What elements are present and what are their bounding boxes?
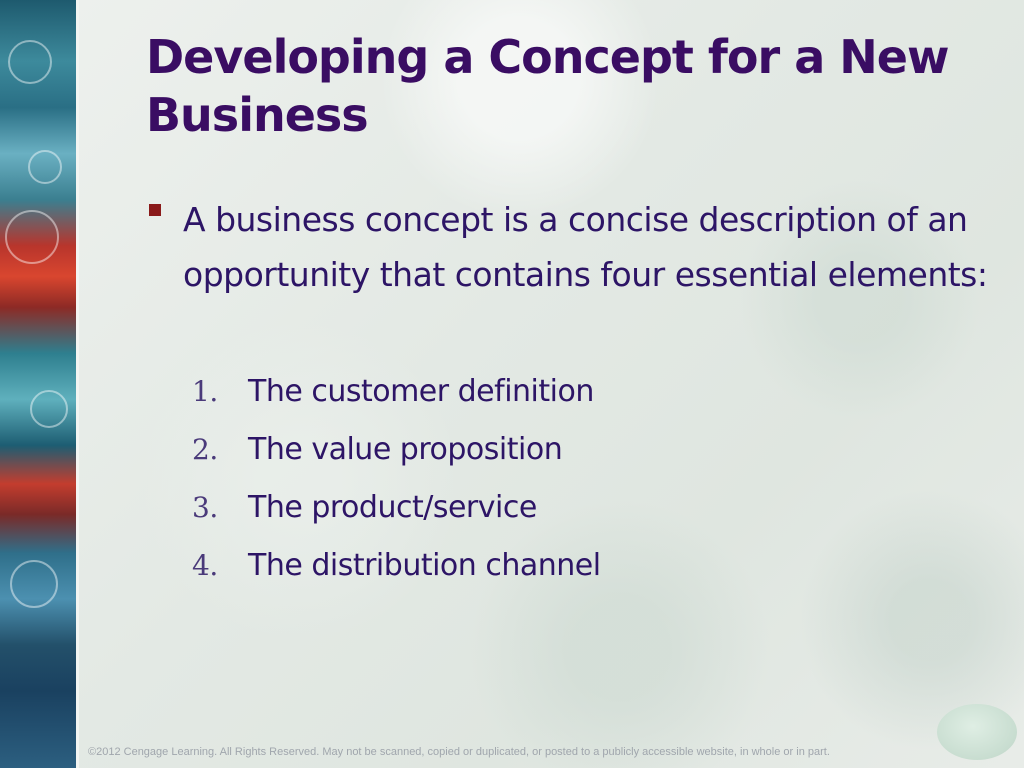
- list-item-label: The value proposition: [248, 431, 563, 467]
- list-item: 4. The distribution channel: [192, 536, 601, 594]
- list-item-number: 2.: [192, 432, 218, 466]
- square-bullet-icon: [149, 204, 161, 216]
- water-droplet-decoration: [5, 210, 59, 264]
- list-item: 3. The product/service: [192, 478, 601, 536]
- bullet-text: A business concept is a concise descript…: [183, 200, 988, 294]
- copyright-footer: ©2012 Cengage Learning. All Rights Reser…: [88, 746, 830, 758]
- list-item-number: 3.: [192, 490, 218, 524]
- list-item-label: The product/service: [248, 489, 537, 525]
- water-droplet-decoration: [10, 560, 58, 608]
- strip-divider: [76, 0, 79, 768]
- water-droplet-decoration: [30, 390, 68, 428]
- list-item: 1. The customer definition: [192, 362, 601, 420]
- list-item-number: 1.: [192, 374, 218, 408]
- slide-title: Developing a Concept for a New Business: [146, 30, 949, 142]
- corner-oval-decoration: [937, 704, 1017, 760]
- list-item: 2. The value proposition: [192, 420, 601, 478]
- elements-list: 1. The customer definition 2. The value …: [192, 362, 601, 594]
- list-item-number: 4.: [192, 548, 218, 582]
- water-droplet-decoration: [28, 150, 62, 184]
- decorative-photo-strip: [0, 0, 76, 768]
- water-droplet-decoration: [8, 40, 52, 84]
- list-item-label: The customer definition: [248, 373, 594, 409]
- bullet-item: A business concept is a concise descript…: [146, 192, 996, 302]
- list-item-label: The distribution channel: [248, 547, 601, 583]
